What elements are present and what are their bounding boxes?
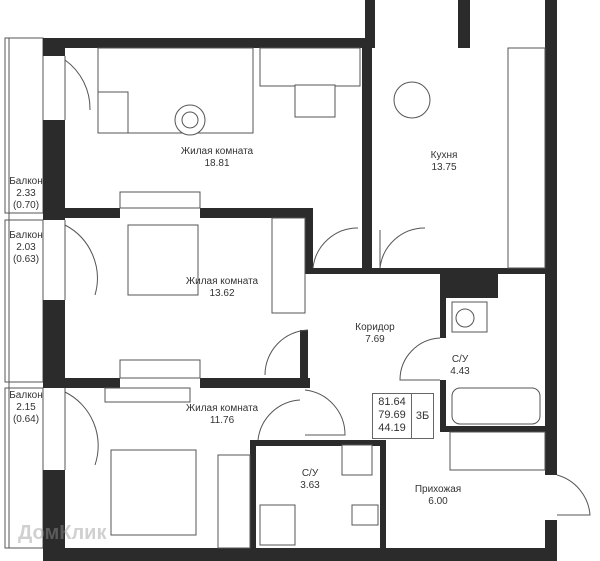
desk <box>259 47 361 87</box>
room-name: Кухня <box>430 150 458 161</box>
balcony-area: 2.03 <box>16 242 36 253</box>
bed <box>110 449 197 536</box>
room-area: 18.81 <box>204 158 230 169</box>
balcony-label-3: Балкон 2.15 (0.64) <box>9 390 43 426</box>
balcony-name: Балкон <box>9 176 43 187</box>
room-label-hallway: Прихожая 6.00 <box>415 484 461 508</box>
area-summary-box: 81.64 79.69 44.19 3Б <box>372 393 434 439</box>
room-name: Жилая комната <box>185 276 259 287</box>
balcony-name: Балкон <box>9 230 43 241</box>
wardrobe <box>217 454 251 549</box>
total-area: 81.64 <box>378 396 406 408</box>
area-summary-values: 81.64 79.69 44.19 <box>373 394 412 438</box>
furniture <box>97 47 546 549</box>
room-area: 4.43 <box>450 366 470 377</box>
shower <box>259 504 296 546</box>
room-name: Жилая комната <box>180 146 254 157</box>
room-label-living-1: Жилая комната 18.81 <box>181 146 253 170</box>
balcony-area: 2.33 <box>16 188 36 199</box>
balcony-reduced-area: (0.70) <box>12 200 40 211</box>
room-name: С/У <box>451 354 469 365</box>
balcony-label-1: Балкон 2.33 (0.70) <box>9 176 43 212</box>
room-area: 13.75 <box>431 162 457 173</box>
balcony-label-2: Балкон 2.03 (0.63) <box>9 230 43 266</box>
wardrobe <box>271 217 306 314</box>
room-area: 13.62 <box>209 288 235 299</box>
room-label-bathroom-2: С/У 3.63 <box>300 468 319 492</box>
doors <box>64 56 591 516</box>
room-name: С/У <box>301 468 319 479</box>
room-name: Коридор <box>355 322 395 333</box>
room-label-living-3: Жилая комната 11.76 <box>186 403 258 427</box>
room-area: 11.76 <box>209 415 235 426</box>
area-without-balconies: 79.69 <box>378 409 406 421</box>
room-label-corridor: Коридор 7.69 <box>355 322 395 346</box>
balcony-area: 2.15 <box>16 402 36 413</box>
bed <box>127 224 199 296</box>
room-label-living-2: Жилая комната 13.62 <box>186 276 258 300</box>
room-name: Прихожая <box>414 484 462 495</box>
wardrobe <box>449 431 546 471</box>
room-label-bathroom-1: С/У 4.43 <box>450 354 469 378</box>
walls <box>43 0 557 561</box>
balcony-reduced-area: (0.64) <box>12 414 40 425</box>
room-name: Жилая комната <box>185 403 259 414</box>
washing-machine <box>455 308 475 328</box>
kitchen-counter <box>507 47 546 269</box>
balcony-name: Балкон <box>9 390 43 401</box>
bathtub <box>451 387 541 425</box>
tv-stand <box>119 191 201 209</box>
room-area: 6.00 <box>428 496 448 507</box>
room-area: 7.69 <box>365 334 385 345</box>
apartment-type: 3Б <box>415 409 430 422</box>
dining-table <box>393 81 431 119</box>
room-area: 3.63 <box>300 480 320 491</box>
balconies <box>4 37 44 549</box>
living-area: 44.19 <box>378 422 406 434</box>
sink <box>341 444 373 476</box>
watermark: ДомКлик <box>18 522 107 544</box>
room-label-kitchen: Кухня 13.75 <box>431 150 458 174</box>
toilet <box>351 504 379 526</box>
balcony-reduced-area: (0.63) <box>12 254 40 265</box>
